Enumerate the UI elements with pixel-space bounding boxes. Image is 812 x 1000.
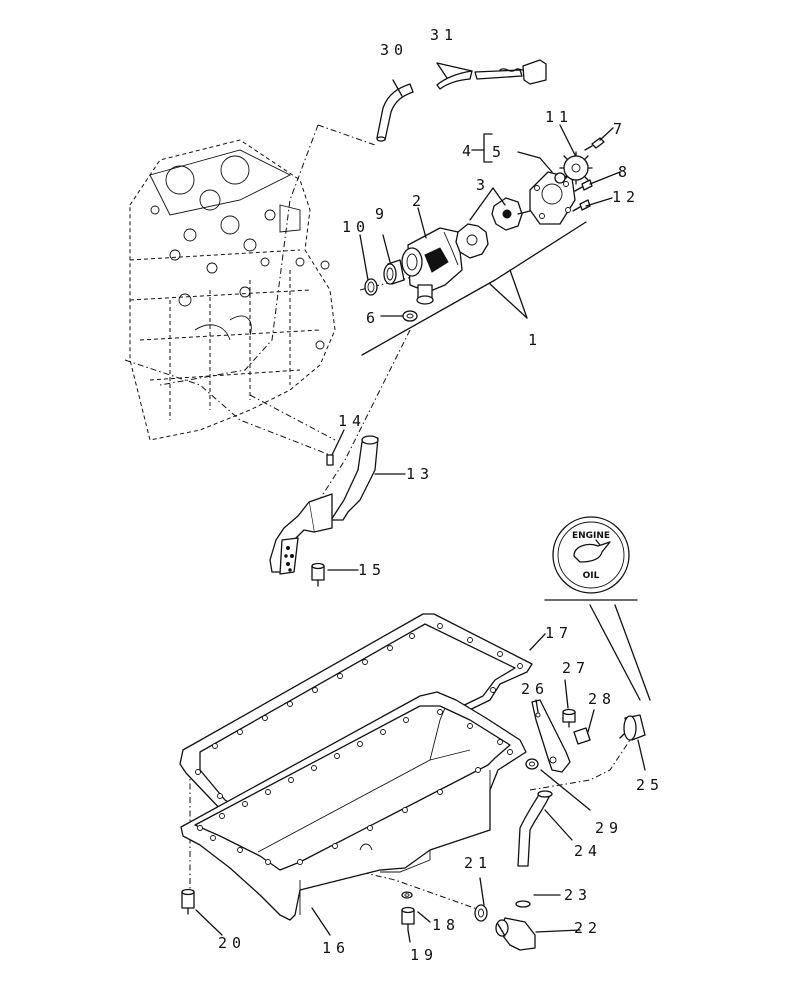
callout-16: 16	[322, 939, 350, 957]
callout-5: 5	[492, 143, 506, 161]
badge-top-label: ENGINE	[572, 531, 610, 541]
bracket-washer	[525, 758, 539, 770]
callout-28: 28	[588, 690, 616, 708]
pipe-stud	[326, 454, 334, 466]
pump-cover	[529, 171, 576, 225]
badge-leader-lines	[544, 599, 651, 701]
o-ring	[364, 278, 378, 296]
callout-21: 21	[464, 854, 492, 872]
callout-9: 9	[375, 205, 389, 223]
callout-27: 27	[562, 659, 590, 677]
oil-pan-flange-holes	[197, 709, 513, 865]
pump-housing	[401, 227, 463, 305]
callout-11: 11	[545, 108, 573, 126]
callout-19: 19	[410, 946, 438, 964]
callout-8: 8	[618, 163, 632, 181]
callout-22: 22	[574, 919, 602, 937]
dipstick-tube	[376, 83, 414, 142]
callout-14: 14	[338, 412, 366, 430]
dipstick-guide-tube	[517, 790, 553, 867]
callout-10: 10	[342, 218, 370, 236]
drive-gear	[554, 151, 593, 185]
pump-gear-set	[455, 197, 535, 259]
callout-12: 12	[612, 188, 640, 206]
suction-pipe	[269, 435, 379, 575]
callout-15: 15	[358, 561, 386, 579]
sealing-washer	[402, 310, 418, 322]
callout-29: 29	[595, 819, 623, 837]
assembly-bracket-lines	[361, 133, 587, 356]
callout-labels: 30 31 11 7 4 5 8 3 12 2 10 9 6 1 14 13 1…	[218, 26, 664, 964]
dipstick-guide-seal	[515, 900, 531, 908]
callout-7: 7	[613, 120, 627, 138]
callout-30: 30	[380, 41, 408, 59]
callout-20: 20	[218, 934, 246, 952]
badge-bottom-label: OIL	[583, 571, 600, 581]
bracket-bolt	[562, 708, 576, 728]
callout-3: 3	[476, 176, 490, 194]
bracket-nut	[573, 727, 591, 745]
dipstick	[436, 59, 547, 90]
oil-pan	[180, 691, 527, 921]
drain-washer	[474, 904, 488, 922]
callout-18: 18	[432, 916, 460, 934]
drain-elbow	[495, 917, 536, 951]
callout-1: 1	[528, 331, 542, 349]
callout-31: 31	[430, 26, 458, 44]
callout-leaders	[195, 62, 646, 943]
pipe-bolt	[311, 562, 325, 587]
callout-6: 6	[366, 309, 380, 327]
callout-2: 2	[412, 192, 426, 210]
callout-25: 25	[636, 776, 664, 794]
drain-washer-small	[401, 891, 413, 899]
gear-bolt	[584, 137, 605, 151]
callout-17: 17	[545, 624, 573, 642]
callout-4: 4	[462, 142, 476, 160]
cover-bolt-lower	[572, 199, 591, 212]
pan-bolt-corner	[181, 888, 195, 915]
tube-bracket	[531, 699, 571, 773]
engine-oil-badge: ENGINE OIL	[552, 516, 630, 594]
engine-block-outline	[129, 139, 336, 441]
drain-bolt	[401, 906, 415, 931]
callout-26: 26	[521, 680, 549, 698]
callout-24: 24	[574, 842, 602, 860]
bushing	[383, 259, 405, 285]
callout-13: 13	[406, 465, 434, 483]
callout-23: 23	[564, 886, 592, 904]
cover-bolt-upper	[574, 179, 593, 192]
oil-filler-cap	[619, 714, 646, 741]
